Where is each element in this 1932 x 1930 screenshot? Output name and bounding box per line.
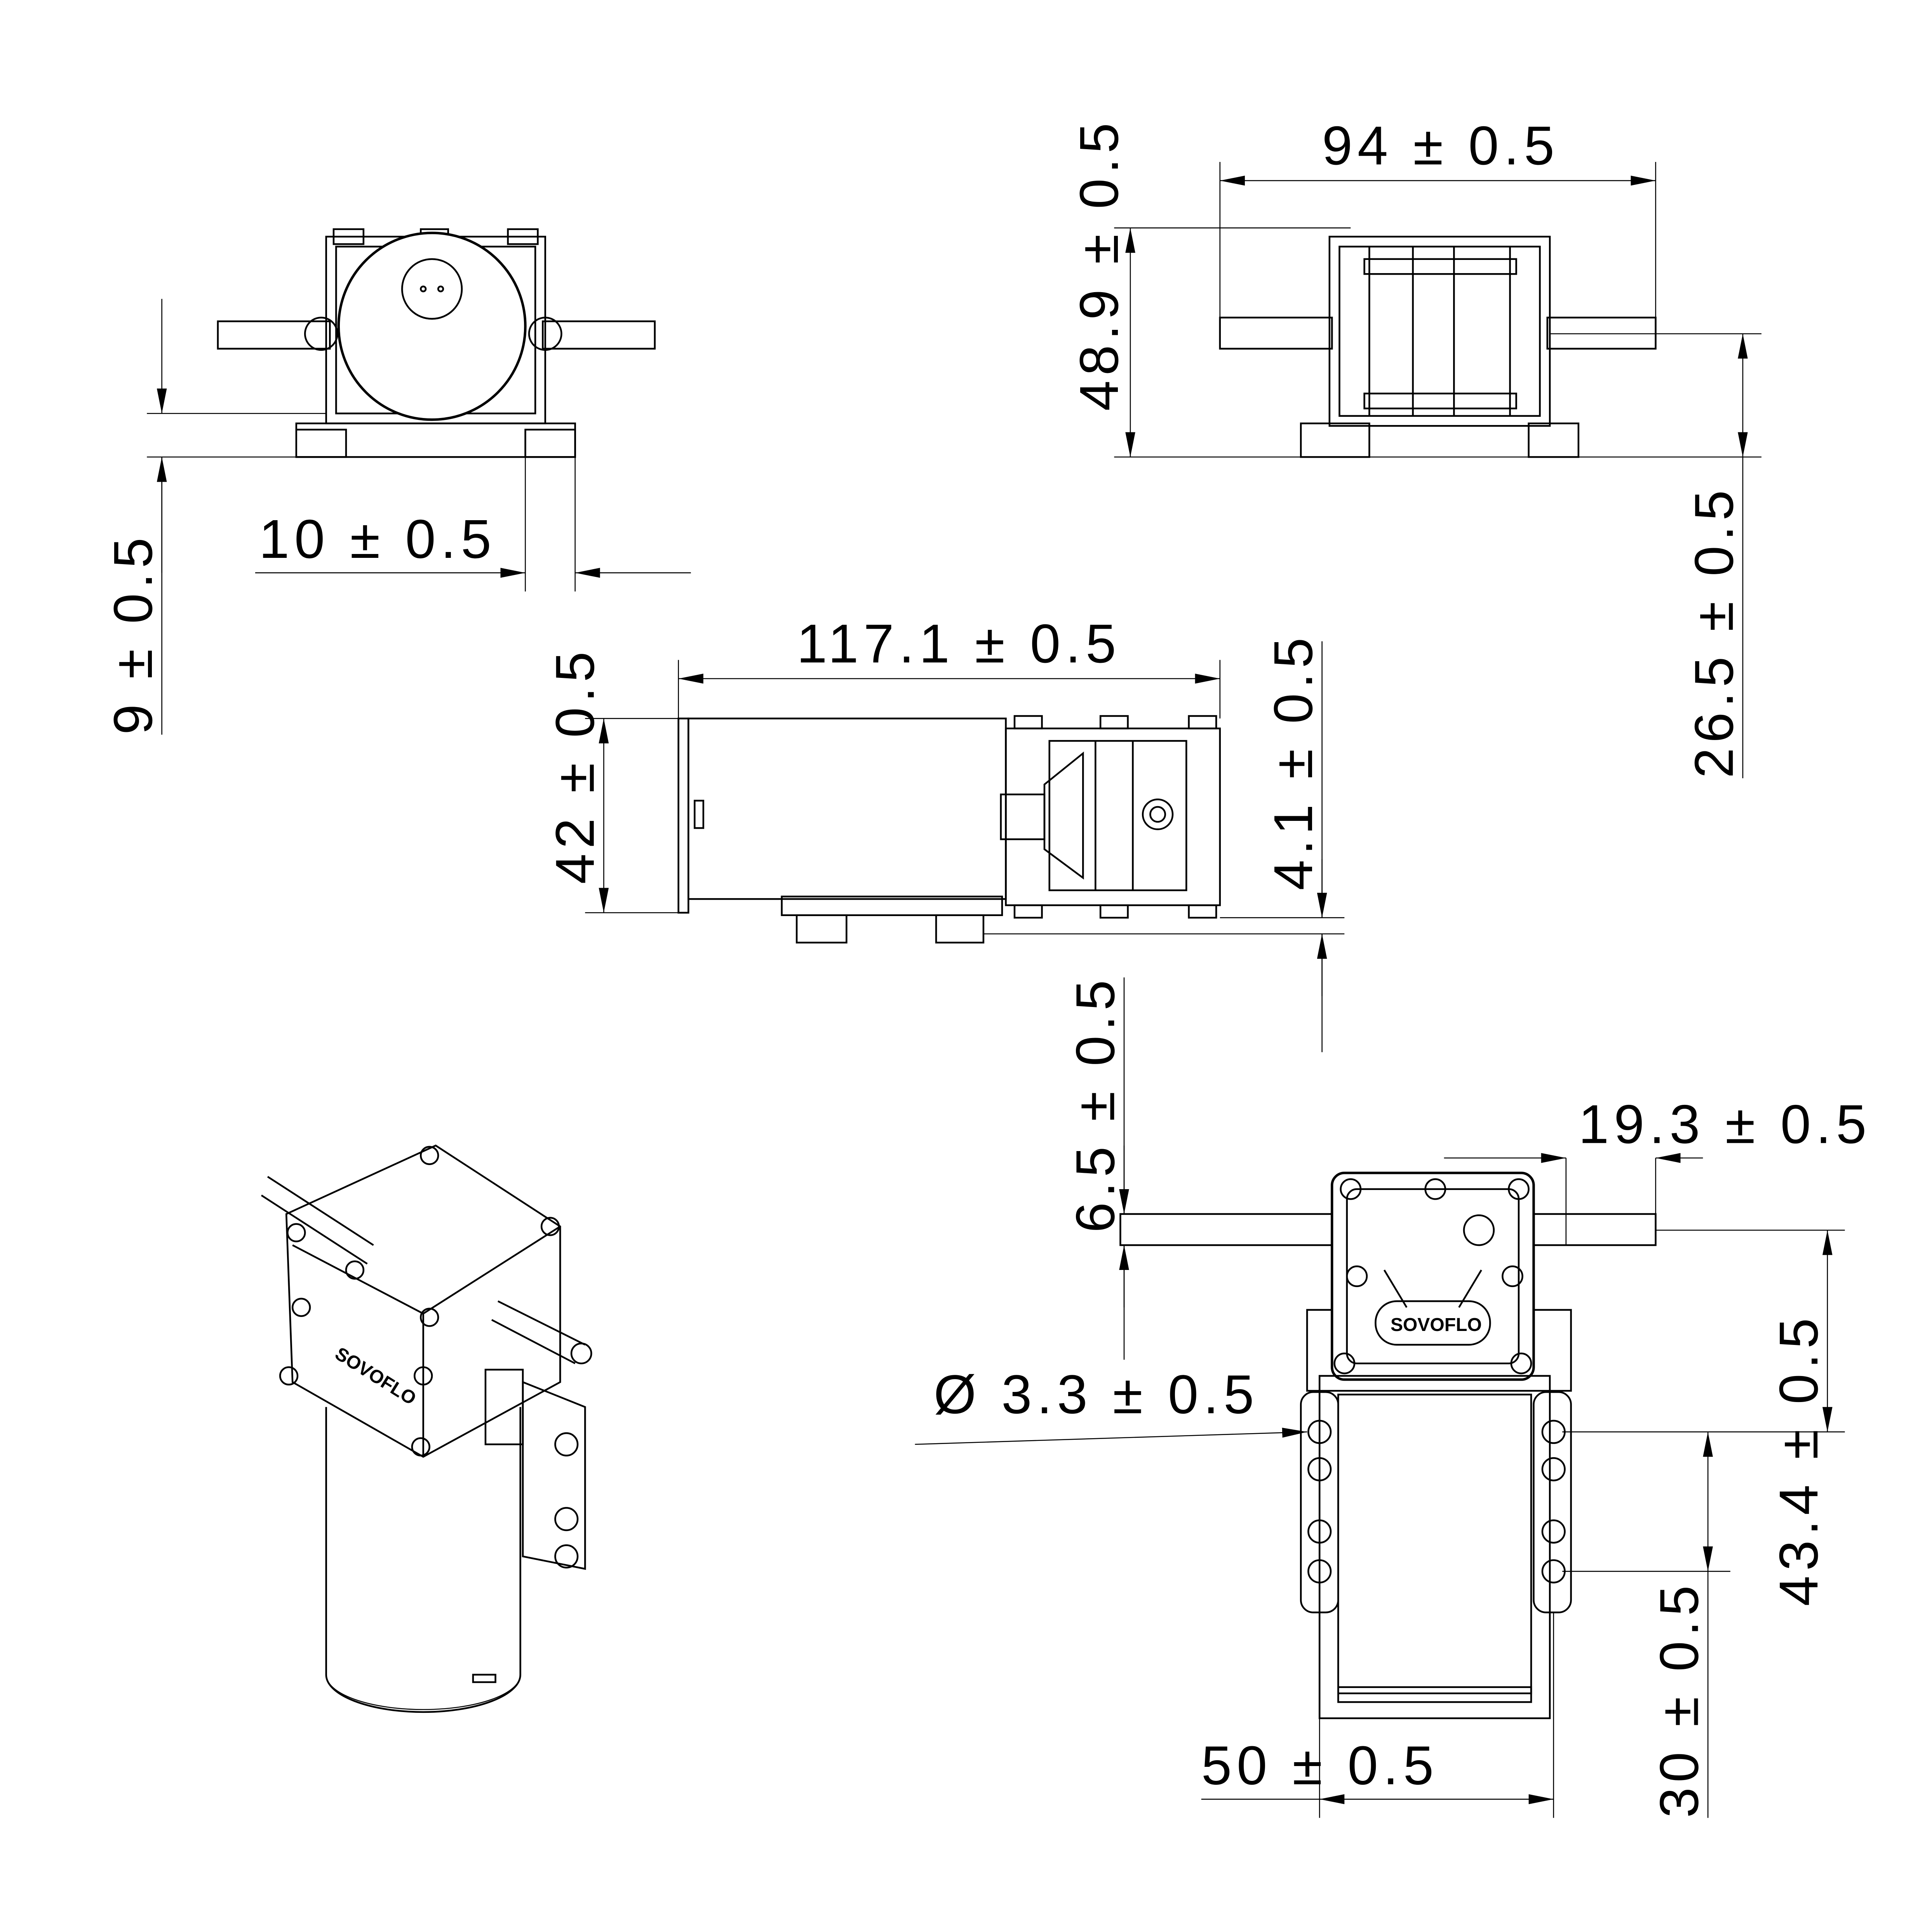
- dim-bottom-pipe-to-hole: 43.4 ± 0.5: [1768, 1313, 1829, 1606]
- top-dimensions: 94 ± 0.5 48.9 ± 0.5 26.5 ± 0.5: [1068, 115, 1761, 778]
- brand-logo: SOVOFLO: [1391, 1314, 1482, 1335]
- dim-top-width: 94 ± 0.5: [1322, 115, 1560, 176]
- iso-brand-logo: SOVOFLO: [331, 1343, 420, 1409]
- bottom-dimensions: 6.5 ± 0.5 19.3 ± 0.5 Ø 3.3 ± 0.5 43.4 ± …: [915, 975, 1871, 1818]
- dim-top-pipe-height: 26.5 ± 0.5: [1683, 485, 1744, 778]
- top-view: [1219, 235, 1657, 458]
- dim-bottom-hole-diameter: Ø 3.3 ± 0.5: [934, 1364, 1259, 1425]
- dim-top-height: 48.9 ± 0.5: [1068, 118, 1130, 411]
- iso-screws: [279, 1146, 560, 1456]
- dim-side-length: 117.1 ± 0.5: [797, 613, 1121, 674]
- bottom-view: SOVOFLO: [1119, 1172, 1657, 1719]
- bottom-screws: [1333, 1178, 1532, 1374]
- dim-front-foot-width: 10 ± 0.5: [259, 508, 496, 570]
- dim-bottom-width: 50 ± 0.5: [1201, 1735, 1439, 1796]
- isometric-view: SOVOFLO: [261, 1144, 592, 1713]
- side-view: [677, 715, 1221, 944]
- dim-bottom-hole-spacing: 30 ± 0.5: [1648, 1580, 1709, 1818]
- dim-front-base-height: 9 ± 0.5: [102, 533, 164, 735]
- front-view: [217, 228, 656, 458]
- side-dimensions: 117.1 ± 0.5 42 ± 0.5 4.1 ± 0.5: [544, 613, 1345, 1052]
- front-dimensions: 10 ± 0.5 9 ± 0.5: [102, 299, 691, 735]
- dim-side-height: 42 ± 0.5: [544, 647, 606, 884]
- dim-bottom-pipe-length: 19.3 ± 0.5: [1579, 1093, 1871, 1155]
- dim-bottom-pipe-offset: 6.5 ± 0.5: [1064, 975, 1126, 1233]
- dim-side-offset: 4.1 ± 0.5: [1262, 633, 1324, 890]
